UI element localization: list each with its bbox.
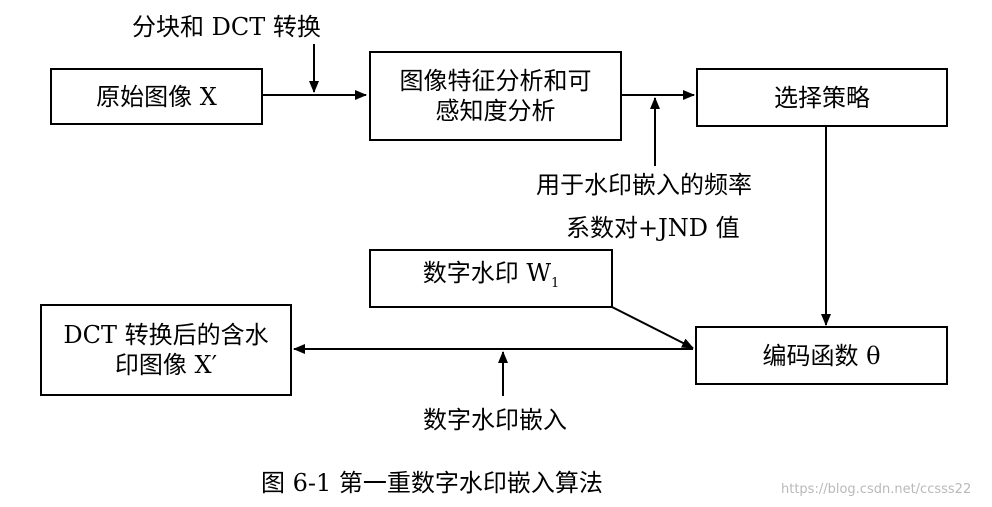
box-original-image: 原始图像 X <box>50 68 263 125</box>
box-watermark-subscript: 1 <box>551 275 560 291</box>
label-embed: 数字水印嵌入 <box>423 406 567 434</box>
box-feature-analysis: 图像特征分析和可 感知度分析 <box>369 51 622 141</box>
site-watermark: https://blog.csdn.net/ccsss22 <box>781 482 972 497</box>
box-original-image-text: 原始图像 X <box>96 82 217 111</box>
arrow-watermark-to-encode <box>611 306 694 349</box>
box-encode-function: 编码函数 θ <box>695 326 948 385</box>
figure-caption: 图 6-1 第一重数字水印嵌入算法 <box>261 469 603 497</box>
box-encode-text: 编码函数 θ <box>762 341 881 370</box>
label-block-dct: 分块和 DCT 转换 <box>132 13 321 41</box>
box-output-text-line1: DCT 转换后的含水 <box>63 321 269 349</box>
box-watermark-main: 数字水印 W <box>422 259 551 288</box>
box-watermark-text: 数字水印 W1 <box>423 258 560 299</box>
box-feature-text-line2: 感知度分析 <box>435 97 556 125</box>
box-strategy-text: 选择策略 <box>774 83 870 112</box>
box-output-image: DCT 转换后的含水 印图像 X′ <box>40 304 292 396</box>
box-feature-text-line1: 图像特征分析和可 <box>399 67 592 95</box>
box-select-strategy: 选择策略 <box>696 68 948 127</box>
box-watermark: 数字水印 W1 <box>369 249 613 308</box>
box-output-text-line2: 印图像 X′ <box>114 351 218 379</box>
label-freq-line1: 用于水印嵌入的频率 <box>536 171 752 199</box>
label-freq-line2: 系数对+JND 值 <box>566 214 740 242</box>
